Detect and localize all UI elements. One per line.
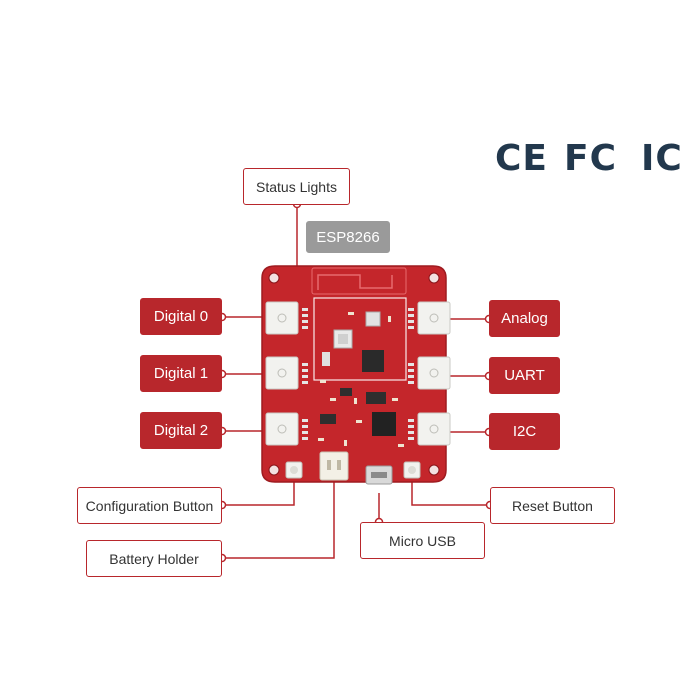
digital-0-label: Digital 0: [140, 298, 222, 335]
ic-mark: IC: [641, 137, 683, 179]
uart-label: UART: [489, 357, 560, 394]
battery-holder-line: [222, 478, 335, 559]
configuration-button-label: Configuration Button: [77, 487, 222, 524]
digital-1-label: Digital 1: [140, 355, 222, 392]
pcb: [261, 265, 451, 485]
configuration-button-line: [222, 475, 295, 506]
esp8266-label: ESP8266: [306, 221, 390, 253]
analog-label: Analog: [489, 300, 560, 337]
i2c-label: I2C: [489, 413, 560, 450]
micro-usb-label: Micro USB: [360, 522, 485, 559]
reset-button-label: Reset Button: [490, 487, 615, 524]
battery-holder-label: Battery Holder: [86, 540, 222, 577]
digital-2-label: Digital 2: [140, 412, 222, 449]
reset-button-line: [411, 480, 490, 506]
ce-mark: CE: [495, 137, 549, 179]
status-lights-label: Status Lights: [243, 168, 350, 205]
fcc-mark: FC: [564, 137, 618, 179]
